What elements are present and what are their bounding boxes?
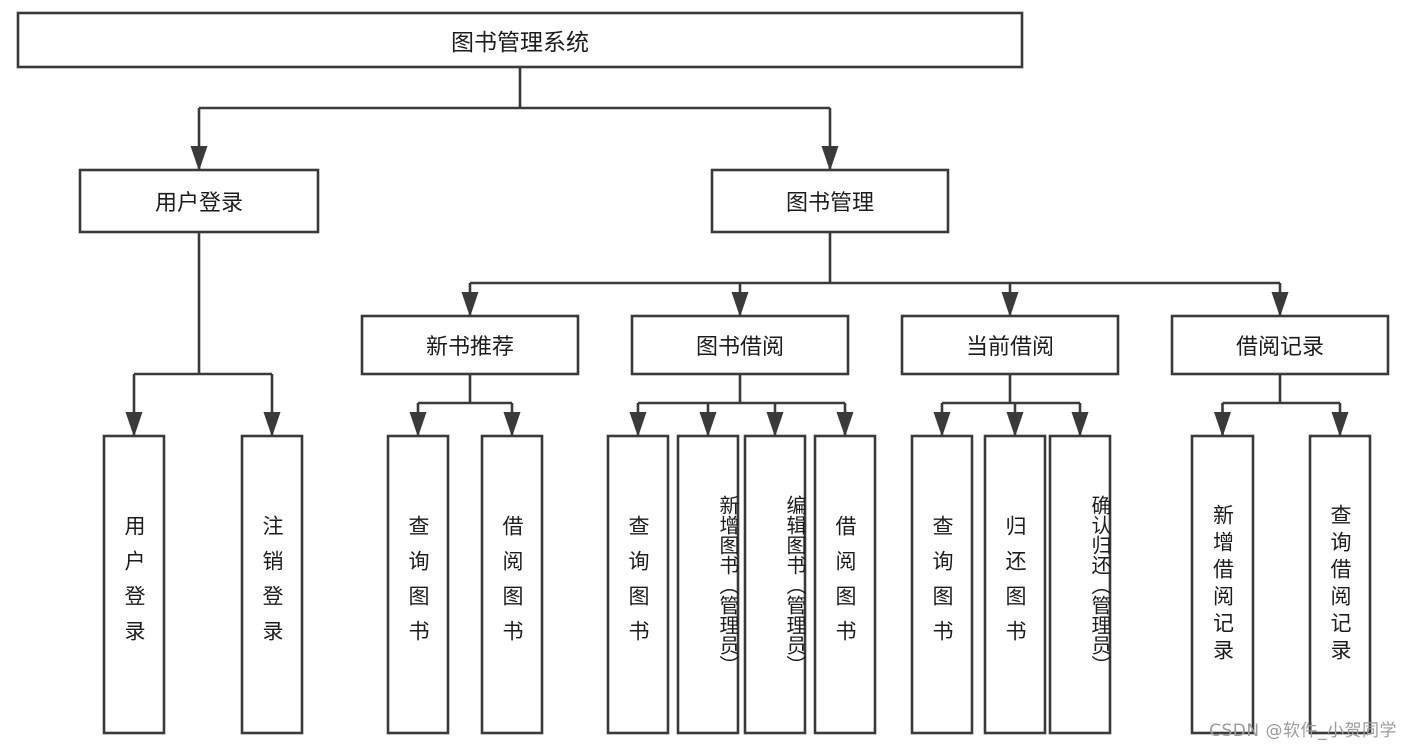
arrow-head-icon	[461, 292, 479, 317]
arrow-head-icon	[263, 412, 281, 437]
arrow-head-icon	[1001, 292, 1019, 317]
arrow-head-icon	[836, 412, 854, 437]
node-box-leaf-borrow-do[interactable]	[813, 434, 877, 735]
arrow-head-icon	[766, 412, 784, 437]
arrow-head-icon	[1071, 412, 1089, 437]
node-box-leaf-user-login[interactable]	[102, 434, 166, 735]
arrow-head-icon	[821, 146, 839, 171]
arrow-head-icon	[190, 146, 208, 171]
node-box-leaf-borrow-edit[interactable]	[743, 434, 807, 735]
node-box-leaf-user-logout[interactable]	[240, 434, 304, 735]
node-boxes	[16, 11, 1390, 735]
connector-lines	[125, 67, 1349, 437]
arrow-head-icon	[1271, 292, 1289, 317]
node-box-leaf-newbook-query[interactable]	[386, 434, 450, 735]
node-box-leaf-newbook-borrow[interactable]	[480, 434, 544, 735]
node-box-leaf-borrow-add[interactable]	[676, 434, 740, 735]
arrow-head-icon	[409, 412, 427, 437]
node-box-leaf-borrow-query[interactable]	[606, 434, 670, 735]
node-box-current[interactable]	[900, 314, 1120, 376]
arrow-head-icon	[699, 412, 717, 437]
node-box-leaf-records-add[interactable]	[1190, 434, 1255, 735]
node-box-leaf-current-query[interactable]	[910, 434, 974, 735]
node-box-leaf-current-return[interactable]	[983, 434, 1047, 735]
node-box-leaf-current-confirm[interactable]	[1048, 434, 1112, 735]
node-box-borrow[interactable]	[630, 314, 850, 376]
arrow-head-icon	[1331, 412, 1349, 437]
node-box-leaf-records-query[interactable]	[1308, 434, 1372, 735]
arrow-head-icon	[933, 412, 951, 437]
node-box-bookmgmt[interactable]	[710, 168, 950, 234]
node-box-root[interactable]	[16, 11, 1024, 69]
arrow-head-icon	[1006, 412, 1024, 437]
arrow-head-icon	[503, 412, 521, 437]
arrow-head-icon	[125, 412, 143, 437]
arrow-head-icon	[731, 292, 749, 317]
node-box-login[interactable]	[78, 168, 320, 234]
arrow-head-icon	[1214, 412, 1231, 437]
node-box-newbook[interactable]	[360, 314, 580, 376]
arrow-head-icon	[629, 412, 647, 437]
watermark-text: CSDN @软件_小贺同学	[1209, 721, 1397, 741]
node-box-records[interactable]	[1170, 314, 1390, 376]
